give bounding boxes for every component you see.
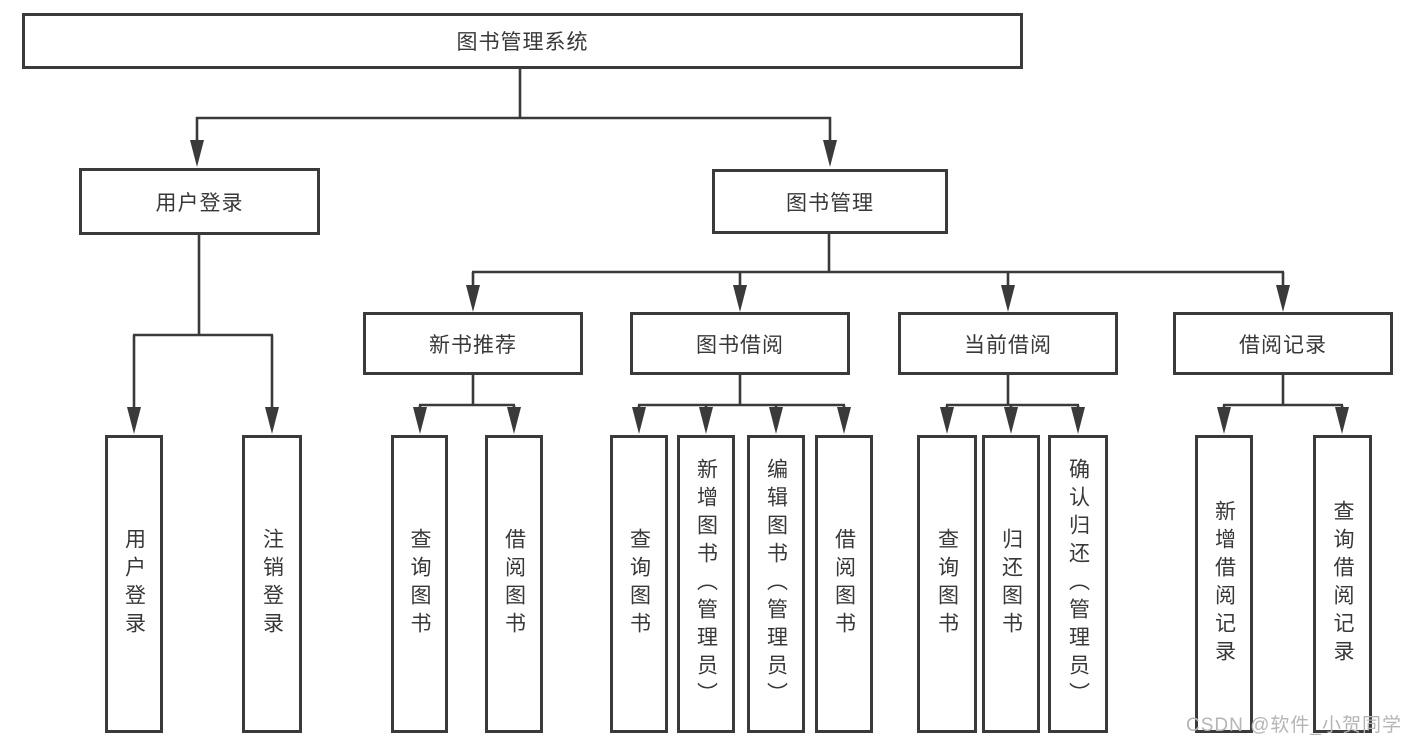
- leaf-current-query: 查询图书: [917, 435, 977, 733]
- leaf-borrowing-edit-admin: 编辑图书（管理员）: [747, 435, 805, 733]
- node-current-borrowing: 当前借阅: [898, 312, 1118, 375]
- node-user-login: 用户登录: [79, 168, 320, 235]
- node-book-mgmt: 图书管理: [712, 169, 948, 234]
- node-root-system: 图书管理系统: [22, 13, 1023, 69]
- node-user-login-label: 用户登录: [155, 191, 244, 215]
- leaf-borrowing-borrow: 借阅图书: [815, 435, 873, 733]
- node-current-borrowing-label: 当前借阅: [964, 333, 1052, 357]
- leaf-newbooks-query: 查询图书: [391, 435, 448, 733]
- node-borrow-records-label: 借阅记录: [1239, 333, 1327, 357]
- leaf-borrowing-query: 查询图书: [610, 435, 668, 733]
- node-new-books-label: 新书推荐: [429, 333, 517, 357]
- node-borrow-records: 借阅记录: [1173, 312, 1393, 375]
- node-new-books: 新书推荐: [363, 312, 583, 375]
- leaf-logout: 注销登录: [242, 435, 302, 733]
- leaf-current-confirm-return-admin: 确认归还（管理员）: [1048, 435, 1108, 733]
- connector-new-books-branch: [413, 374, 521, 434]
- leaf-user-login: 用户登录: [105, 435, 163, 733]
- leaf-borrowing-add-admin: 新增图书（管理员）: [677, 435, 735, 733]
- leaf-current-return: 归还图书: [982, 435, 1040, 733]
- node-borrowing-label: 图书借阅: [696, 333, 784, 357]
- connector-current-branch: [940, 374, 1085, 434]
- connector-root-to-level2: [190, 66, 837, 167]
- leaf-records-add: 新增借阅记录: [1195, 435, 1253, 733]
- connector-book-mgmt-to-level3: [466, 232, 1290, 312]
- connector-records-branch: [1217, 374, 1349, 434]
- node-root-label: 图书管理系统: [456, 31, 589, 54]
- leaf-records-query: 查询借阅记录: [1313, 435, 1372, 733]
- node-borrowing: 图书借阅: [630, 312, 850, 375]
- connector-user-login-branch: [127, 234, 279, 434]
- node-book-mgmt-label: 图书管理: [786, 191, 874, 215]
- csdn-watermark: CSDN @软件_小贺同学: [1186, 715, 1402, 736]
- connector-borrowing-branch: [632, 374, 851, 434]
- leaf-newbooks-borrow: 借阅图书: [485, 435, 543, 733]
